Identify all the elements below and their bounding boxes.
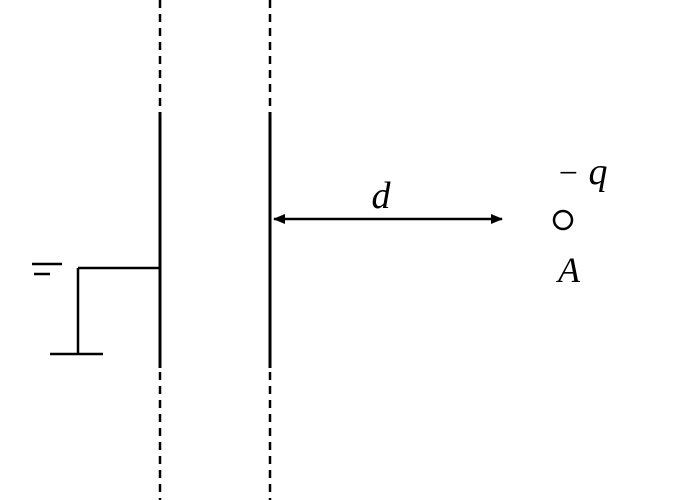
distance-label: d bbox=[372, 175, 392, 217]
charge-sign: − bbox=[557, 155, 580, 192]
charge-label: q bbox=[589, 151, 608, 193]
ground-connection bbox=[32, 262, 160, 356]
point-a-label: A bbox=[556, 250, 581, 290]
point-a-marker bbox=[552, 209, 574, 231]
ground-symbol-icon bbox=[32, 262, 62, 276]
